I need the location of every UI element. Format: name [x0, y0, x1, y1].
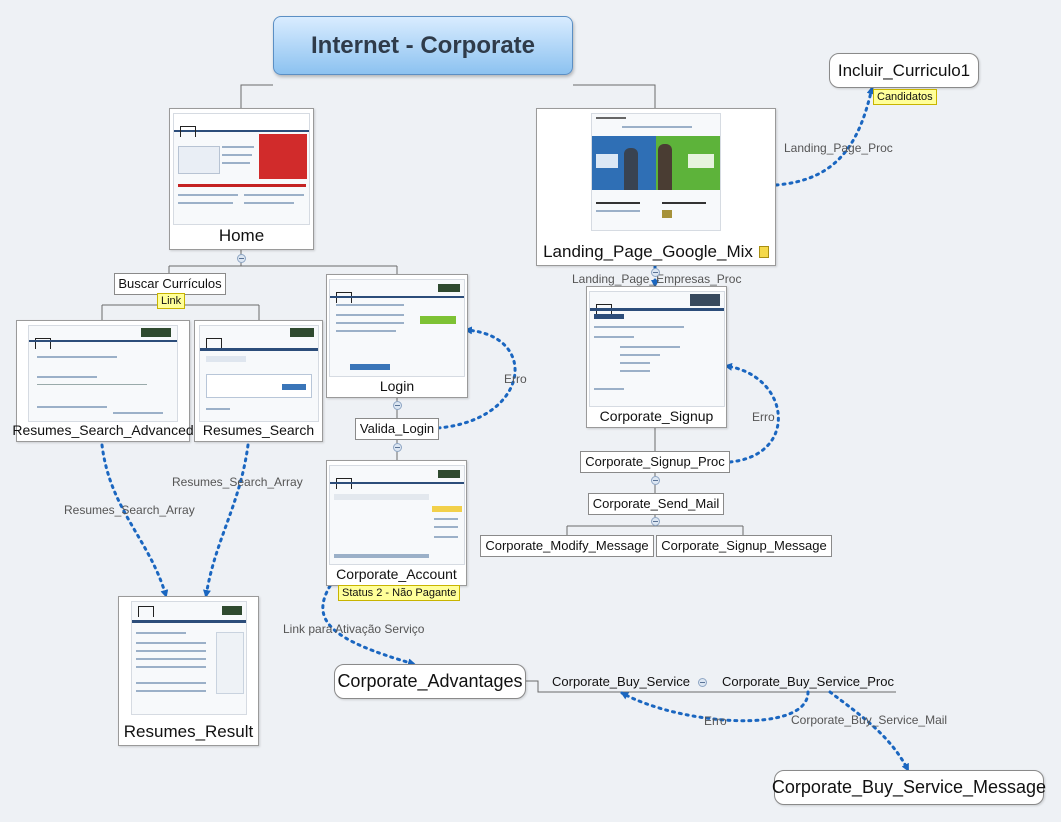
- erro-signup-label: Erro: [752, 410, 775, 424]
- root-topic[interactable]: Internet - Corporate: [273, 16, 573, 75]
- connector-advantages-buy: [526, 680, 896, 693]
- resumes-search-array-right-label: Resumes_Search_Array: [172, 475, 303, 489]
- relationship-landing-incluir: [774, 86, 875, 187]
- corporate-signup-thumbnail: [588, 291, 725, 407]
- relationship-advanced-result: [100, 443, 169, 598]
- relationship-search-result: [203, 443, 250, 598]
- connector-root-landing: [573, 84, 656, 108]
- corporate-signup-message-node[interactable]: Corporate_Signup_Message: [656, 535, 832, 557]
- home-thumbnail: [173, 113, 310, 225]
- collapse-icon[interactable]: [393, 401, 402, 410]
- valida-login-node[interactable]: Valida_Login: [355, 418, 439, 440]
- collapse-icon[interactable]: [393, 443, 402, 452]
- connector-home-children: [168, 250, 398, 274]
- landing-page-google-mix-thumbnail: [591, 113, 721, 231]
- corporate-buy-service-node[interactable]: Corporate_Buy_Service: [552, 674, 691, 689]
- resumes-search-advanced-thumbnail: [28, 325, 178, 422]
- collapse-icon[interactable]: [237, 254, 246, 263]
- corporate-account-label: Corporate_Account: [336, 566, 457, 582]
- corporate-account-thumbnail: [328, 465, 465, 565]
- resumes-search-label: Resumes_Search: [202, 422, 315, 438]
- resumes-search-advanced-node[interactable]: Resumes_Search_Advanced: [12, 320, 194, 442]
- landing-page-google-mix-node[interactable]: Landing_Page_Google_Mix: [536, 108, 776, 266]
- corporate-advantages-node[interactable]: Corporate_Advantages: [334, 664, 526, 699]
- resumes-result-node[interactable]: Resumes_Result: [118, 596, 259, 746]
- relationship-proc-message: [828, 690, 910, 772]
- corporate-signup-node[interactable]: Corporate_Signup: [586, 286, 727, 428]
- corporate-account-node[interactable]: Corporate_Account: [326, 460, 467, 586]
- corporate-send-mail-node[interactable]: Corporate_Send_Mail: [588, 493, 724, 515]
- home-label: Home: [218, 226, 265, 245]
- relationship-erro-login: [436, 326, 517, 430]
- login-label: Login: [379, 378, 415, 394]
- corporate-buy-service-proc-node[interactable]: Corporate_Buy_Service_Proc: [722, 674, 894, 689]
- link-tag: Link: [157, 293, 186, 309]
- erro-login-label: Erro: [504, 372, 527, 386]
- erro-buy-label: Erro: [704, 714, 727, 728]
- collapse-icon[interactable]: [651, 476, 660, 485]
- landing-page-empresas-proc-label: Landing_Page_Empresas_Proc: [572, 272, 742, 286]
- resumes-search-advanced-label: Resumes_Search_Advanced: [12, 422, 194, 438]
- resumes-search-thumbnail: [198, 325, 319, 422]
- corporate-signup-proc-node[interactable]: Corporate_Signup_Proc: [580, 451, 730, 473]
- resumes-result-label: Resumes_Result: [123, 722, 254, 741]
- home-node[interactable]: Home: [169, 108, 314, 250]
- incluir-curriculo1-node[interactable]: Incluir_Curriculo1: [829, 53, 979, 88]
- resumes-result-thumbnail: [130, 601, 247, 715]
- landing-page-google-mix-text: Landing_Page_Google_Mix: [543, 242, 753, 261]
- relationship-erro-signup: [724, 362, 780, 464]
- corporate-modify-message-node[interactable]: Corporate_Modify_Message: [480, 535, 654, 557]
- status-tag: Status 2 - Não Pagante: [338, 585, 461, 601]
- collapse-icon[interactable]: [698, 678, 707, 687]
- resumes-search-node[interactable]: Resumes_Search: [194, 320, 323, 442]
- corporate-buy-service-mail-label: Corporate_Buy_Service_Mail: [791, 713, 948, 727]
- collapse-icon[interactable]: [651, 517, 660, 526]
- landing-page-proc-label: Landing_Page_Proc: [784, 141, 893, 155]
- login-node[interactable]: Login: [326, 274, 468, 398]
- landing-page-google-mix-label: Landing_Page_Google_Mix: [543, 242, 769, 262]
- link-ativacao-label: Link para Ativação Serviço: [283, 622, 425, 636]
- collapse-icon[interactable]: [651, 268, 660, 277]
- candidatos-tag: Candidatos: [873, 89, 937, 105]
- login-thumbnail: [329, 279, 465, 377]
- relationship-proc-buy-erro: [620, 690, 810, 723]
- corporate-signup-label: Corporate_Signup: [599, 408, 714, 424]
- buscar-curriculos-node[interactable]: Buscar Currículos: [114, 273, 226, 295]
- resumes-search-array-left-label: Resumes_Search_Array: [64, 503, 195, 517]
- connector-root-home: [240, 84, 273, 108]
- corporate-buy-service-message-node[interactable]: Corporate_Buy_Service_Message: [772, 770, 1046, 805]
- note-icon[interactable]: [758, 246, 769, 258]
